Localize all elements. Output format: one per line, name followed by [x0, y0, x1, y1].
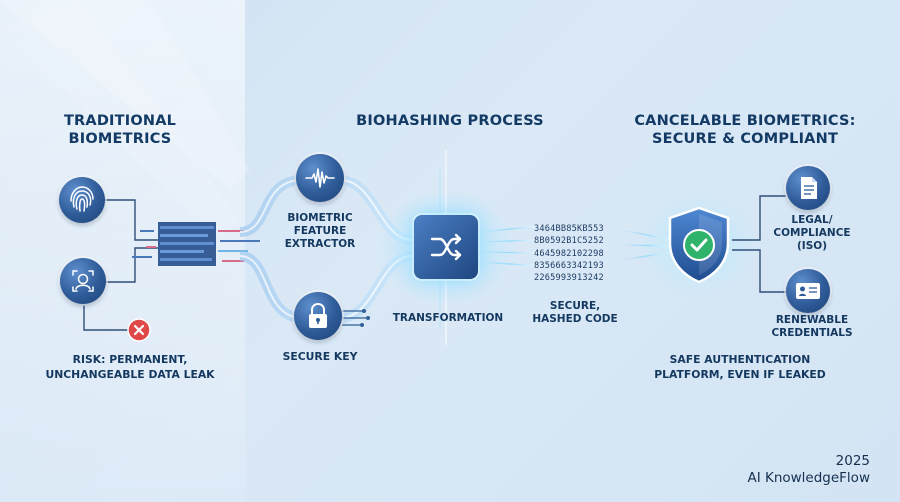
transformation-node: [414, 215, 478, 279]
legal-compliance-label: LEGAL/ COMPLIANCE (ISO): [773, 214, 851, 252]
hash-line: 8B0592B1C5252: [534, 236, 604, 247]
traditional-heading: TRADITIONAL BIOMETRICS: [63, 113, 177, 147]
x-icon: [127, 318, 151, 342]
secure-key-label: SECURE KEY: [282, 350, 358, 363]
cancelable-heading: CANCELABLE BIOMETRICS: SECURE & COMPLIAN…: [634, 113, 856, 147]
hash-line: 8356663342193: [534, 260, 604, 271]
renewable-credentials-label: RENEWABLE CREDENTIALS: [771, 314, 853, 339]
hash-line: 2265993913242: [534, 273, 604, 284]
fingerprint-icon: [59, 177, 105, 223]
shuffle-icon: [430, 233, 462, 261]
footer-year: 2025: [835, 453, 870, 469]
transformation-label: TRANSFORMATION: [392, 312, 504, 324]
shield-check-icon: [668, 206, 730, 284]
hashed-code-label: SECURE, HASHED CODE: [532, 300, 618, 325]
process-heading: BIOHASHING PROCESS: [356, 113, 544, 129]
lock-icon: [294, 292, 342, 340]
footer-brand-name: AI KnowledgeFlow: [747, 470, 870, 486]
waveform-icon: [296, 154, 344, 202]
document-icon: [786, 166, 830, 210]
data-block: [132, 222, 260, 266]
risk-label: RISK: PERMANENT, UNCHANGEABLE DATA LEAK: [45, 353, 215, 381]
face-scan-icon: [60, 258, 106, 304]
hash-line: 3464BB85KB553: [534, 224, 604, 234]
feature-extractor-label: BIOMETRIC FEATURE EXTRACTOR: [284, 212, 356, 250]
id-card-icon: [786, 269, 830, 313]
hash-code-block: 3464BB85KB553 8B0592B1C5252 464598210229…: [534, 223, 624, 284]
safe-authentication-label: SAFE AUTHENTICATION PLATFORM, EVEN IF LE…: [654, 353, 826, 381]
footer-brand: 2025 AI KnowledgeFlow: [747, 453, 870, 487]
hash-line: 4645982102298: [534, 248, 604, 259]
